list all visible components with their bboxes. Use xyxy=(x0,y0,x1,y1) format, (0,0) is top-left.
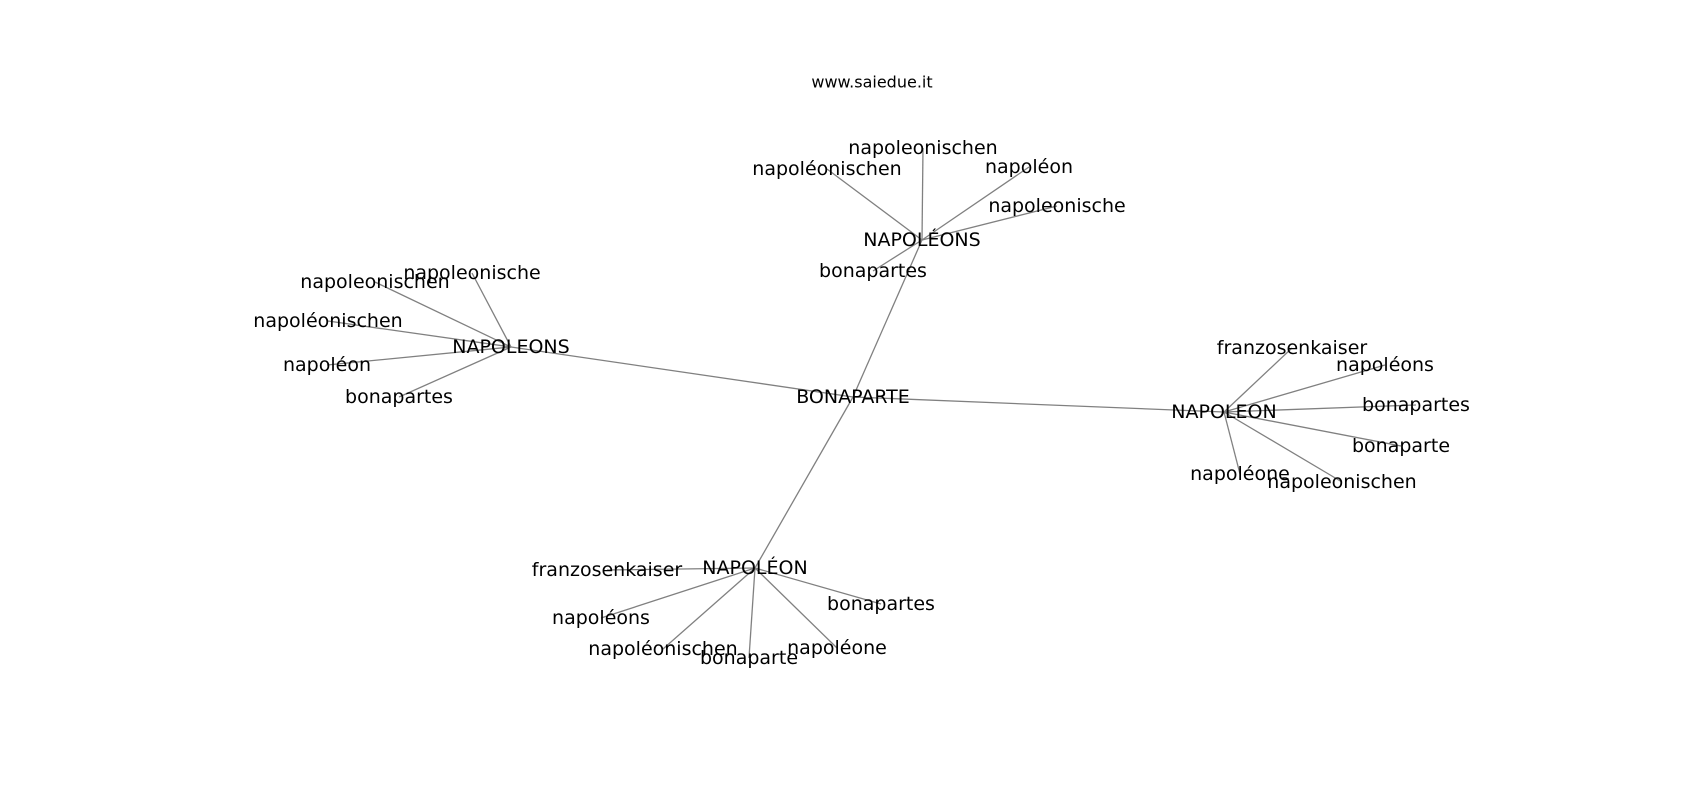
hub-node-napoleon: NAPOLEON xyxy=(1171,401,1276,423)
hub-node-napoleons: NAPOLEONS xyxy=(452,336,569,358)
hub-node-napoleon-acc: NAPOLÉON xyxy=(702,556,807,579)
edge-napoleon-acc-b-napoleonischen-acc xyxy=(662,567,756,650)
leaf-node-r-bonaparte: bonaparte xyxy=(1352,435,1450,457)
edge-napoleon-r-bonapartes xyxy=(1223,404,1417,413)
edge-napoleon-r-franzosenkaiser xyxy=(1223,347,1293,413)
edge-napoleons-acc-t-napoleonischen xyxy=(921,147,924,241)
leaf-node-b-franzosenkaiser: franzosenkaiser xyxy=(532,559,683,581)
hub-node-napoleons-acc: NAPOLÉONS xyxy=(863,228,980,251)
leaf-node-t-napoleonische: napoleonische xyxy=(988,195,1125,217)
leaf-node-b-bonaparte: bonaparte xyxy=(700,647,798,669)
site-watermark: www.saiedue.it xyxy=(811,73,932,92)
edge-layer xyxy=(326,147,1417,659)
leaf-node-s-napoleonische: napoleonische xyxy=(403,262,540,284)
edge-bonaparte-napoleons xyxy=(510,346,854,398)
edge-napoleon-acc-b-napoleons-acc xyxy=(600,567,756,619)
edge-napoleon-acc-b-bonaparte xyxy=(748,567,756,659)
leaf-node-b-napoleone-acc: napoléone xyxy=(787,637,887,659)
leaf-node-b-napoleons-acc: napoléons xyxy=(552,607,650,629)
leaf-node-t-napoleonischen: napoleonischen xyxy=(848,137,997,159)
edge-napoleons-s-napoleonische xyxy=(471,272,512,348)
edge-napoleon-acc-b-napoleone-acc xyxy=(754,567,838,649)
edge-napoleons-acc-t-napoleonische xyxy=(921,205,1058,241)
edge-bonaparte-napoleon-acc xyxy=(754,396,854,569)
leaf-node-b-napoleonischen-acc: napoléonischen xyxy=(588,638,737,660)
edge-bonaparte-napoleon xyxy=(852,396,1225,413)
edge-napoleons-acc-t-napoleon-acc xyxy=(921,166,1030,241)
edge-napoleons-acc-t-bonapartes xyxy=(872,239,923,272)
edge-napoleons-s-napoleonischen-acc xyxy=(327,320,512,348)
leaf-node-s-bonapartes: bonapartes xyxy=(345,386,453,408)
leaf-node-s-napoleon-acc: napoléon xyxy=(283,354,371,376)
leaf-node-r-napoleonischen: napoleonischen xyxy=(1267,471,1416,493)
hub-node-bonaparte: BONAPARTE xyxy=(796,386,910,408)
edge-napoleon-r-napoleone-acc xyxy=(1223,411,1241,475)
leaf-node-t-napoleon-acc: napoléon xyxy=(985,156,1073,178)
leaf-node-r-franzosenkaiser: franzosenkaiser xyxy=(1217,337,1368,359)
edge-napoleon-r-napoleonischen xyxy=(1223,411,1343,483)
leaf-node-b-bonapartes: bonapartes xyxy=(827,593,935,615)
edge-napoleon-acc-b-franzosenkaiser xyxy=(606,567,756,571)
edge-napoleons-acc-t-napoleonischen-acc xyxy=(826,168,923,241)
edge-napoleon-acc-b-bonapartes xyxy=(754,567,882,605)
edge-napoleon-r-napoleons-acc xyxy=(1223,364,1386,413)
leaf-node-r-napoleone-acc: napoléone xyxy=(1190,463,1290,485)
leaf-node-t-napoleonischen-acc: napoléonischen xyxy=(752,158,901,180)
node-layer: BONAPARTE NAPOLEONS NAPOLÉONS NAPOLEON NAPOL… xyxy=(253,137,1470,669)
edge-bonaparte-napoleons-acc xyxy=(852,239,923,398)
edge-napoleons-s-napoleon-acc xyxy=(326,346,512,366)
leaf-node-s-napoleonischen: napoleonischen xyxy=(300,271,449,293)
leaf-node-r-bonapartes: bonapartes xyxy=(1362,394,1470,416)
edge-napoleons-s-bonapartes xyxy=(398,346,512,398)
leaf-node-r-napoleons-acc: napoléons xyxy=(1336,354,1434,376)
leaf-node-t-bonapartes: bonapartes xyxy=(819,260,927,282)
edge-napoleon-r-bonaparte xyxy=(1223,411,1402,447)
edge-napoleons-s-napoleonischen xyxy=(374,281,512,348)
leaf-node-s-napoleonischen-acc: napoléonischen xyxy=(253,310,402,332)
